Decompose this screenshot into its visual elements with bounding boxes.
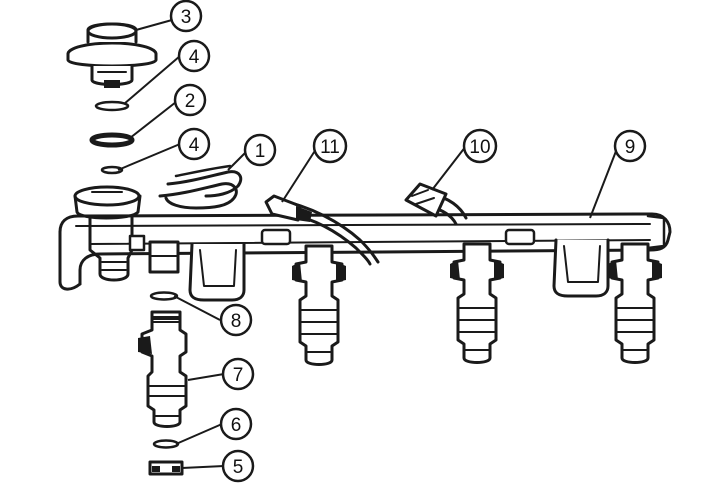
leader-lines xyxy=(117,19,619,469)
svg-text:10: 10 xyxy=(469,137,490,158)
installed-injector-2 xyxy=(450,242,504,364)
callout-3: 3 xyxy=(169,0,203,33)
regulator-mount xyxy=(73,185,146,282)
callout-10: 10 xyxy=(462,128,498,164)
injector-cap xyxy=(148,460,184,476)
svg-text:2: 2 xyxy=(185,91,196,112)
injector-socket-left xyxy=(148,240,180,274)
injector-o-ring xyxy=(152,439,180,449)
seal-washer xyxy=(89,132,135,148)
svg-text:8: 8 xyxy=(231,311,242,332)
callout-5: 5 xyxy=(221,449,255,483)
rail-bracket-left xyxy=(188,242,246,302)
injector-seal-upper xyxy=(149,291,179,301)
callout-2: 2 xyxy=(173,83,207,117)
callout-6: 6 xyxy=(219,407,253,441)
pressure-regulator xyxy=(66,22,158,88)
hose-clip xyxy=(158,164,243,210)
callout-7: 7 xyxy=(221,357,255,391)
svg-text:5: 5 xyxy=(233,457,244,478)
return-pipe xyxy=(404,182,468,226)
o-ring-lower xyxy=(100,165,124,175)
callout-8: 8 xyxy=(219,303,253,337)
callout-4-lower: 4 xyxy=(177,127,211,161)
rail-clips xyxy=(260,228,536,246)
callout-4-upper: 4 xyxy=(177,39,211,73)
svg-text:4: 4 xyxy=(189,47,200,68)
o-ring-upper xyxy=(94,100,130,112)
callout-1: 1 xyxy=(243,133,277,167)
svg-text:1: 1 xyxy=(255,141,266,162)
injector-exploded xyxy=(138,310,188,428)
svg-text:7: 7 xyxy=(233,365,244,386)
wire-harness xyxy=(264,194,380,266)
svg-text:4: 4 xyxy=(189,135,200,156)
installed-injector-3 xyxy=(608,242,662,364)
svg-text:6: 6 xyxy=(231,415,242,436)
rail-bracket-right xyxy=(552,238,610,298)
callout-9: 9 xyxy=(613,129,647,163)
svg-text:9: 9 xyxy=(625,137,636,158)
svg-text:11: 11 xyxy=(320,137,340,158)
svg-text:3: 3 xyxy=(181,7,192,28)
callout-11: 11 xyxy=(312,128,348,164)
installed-injector-1 xyxy=(292,244,346,366)
